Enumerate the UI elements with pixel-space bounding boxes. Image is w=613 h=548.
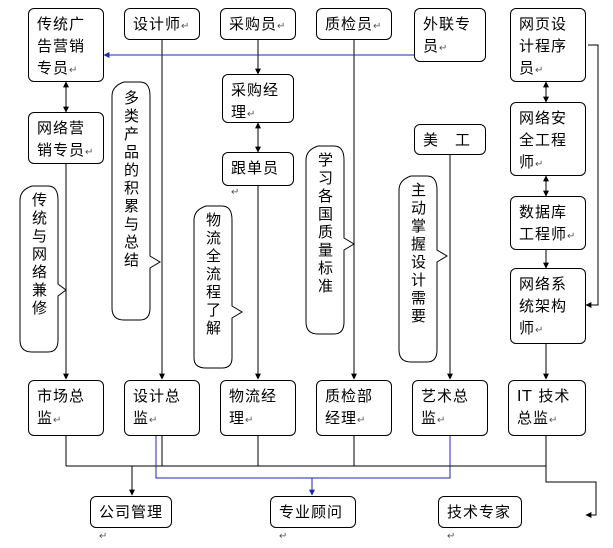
callout-shape-4	[305, 145, 355, 335]
box-online-marketing-specialist: 网络营销专员↵	[28, 112, 104, 164]
box-label: 网络营销专员	[37, 119, 86, 159]
box-label: 质检部经理	[325, 387, 374, 427]
paragraph-mark: ↵	[247, 109, 257, 120]
box-merchandiser: 跟单员 ↵	[222, 152, 294, 198]
box-label: IT 技术总监	[517, 387, 571, 427]
paragraph-mark: ↵	[181, 21, 191, 32]
paragraph-mark: ↵	[535, 65, 545, 76]
box-label: 数据库工程师	[519, 203, 568, 243]
paragraph-mark: ↵	[437, 415, 447, 426]
callout-shape-2	[111, 81, 161, 321]
box-label: 公司管理	[99, 503, 164, 521]
box-label: 专业顾问	[279, 503, 344, 521]
note-logistics-knowledge: 物流全流程了解	[204, 212, 222, 338]
box-label: 设计总监	[133, 387, 182, 427]
note-design-needs: 主动掌握设计需要	[409, 182, 427, 326]
box-label: 跟单员	[231, 159, 280, 177]
box-label: 物流经理	[229, 387, 278, 427]
note-product-experience: 多类产品的积累与总结	[122, 90, 140, 270]
box-label: 市场总监	[37, 387, 86, 427]
box-label: 传统广告营销专员	[37, 15, 86, 77]
paragraph-mark: ↵	[447, 531, 457, 542]
box-purchaser: 采购员↵	[220, 8, 296, 40]
box-label: 美 工	[423, 131, 472, 149]
paragraph-mark: ↵	[245, 415, 255, 426]
paragraph-mark: ↵	[549, 415, 559, 426]
box-company-management: 公司管理 ↵	[90, 496, 172, 542]
paragraph-mark: ↵	[277, 21, 287, 32]
paragraph-mark: ↵	[149, 415, 159, 426]
paragraph-mark: ↵	[567, 231, 577, 242]
box-marketing-director: 市场总监↵	[28, 380, 104, 436]
box-liaison-specialist: 外联专员↵	[414, 8, 486, 62]
diagram-connectors	[19, 40, 599, 518]
box-web-programmer: 网页设计程序员↵	[510, 8, 586, 82]
paragraph-mark: ↵	[231, 187, 241, 198]
callout-shape-1	[19, 185, 67, 353]
box-purchase-manager: 采购经理↵	[222, 74, 294, 123]
box-design-director: 设计总监↵	[124, 380, 200, 436]
box-label: 艺术总监	[421, 387, 470, 427]
box-label: 网络安全工程师	[519, 109, 568, 171]
box-technical-expert: 技术专家 ↵	[438, 496, 522, 542]
box-label: 网页设计程序员	[519, 15, 568, 77]
paragraph-mark: ↵	[53, 415, 63, 426]
paragraph-mark: ↵	[373, 21, 383, 32]
box-artist: 美 工	[414, 124, 486, 155]
box-label: 外联专员	[423, 15, 472, 55]
box-label: 技术专家	[447, 503, 512, 521]
paragraph-mark: ↵	[439, 43, 449, 54]
box-logistics-manager: 物流经理↵	[220, 380, 296, 436]
paragraph-mark: ↵	[279, 531, 289, 542]
box-database-engineer: 数据库工程师↵	[510, 196, 586, 250]
paragraph-mark: ↵	[535, 159, 545, 170]
box-label: 质检员	[325, 15, 374, 33]
box-network-security-engineer: 网络安全工程师↵	[510, 102, 586, 176]
callout-shape-3	[193, 205, 243, 369]
box-art-director: 艺术总监↵	[412, 380, 488, 436]
box-label: 网络系统架构师	[519, 275, 568, 337]
box-network-architect: 网络系统架构师↵	[510, 268, 586, 344]
box-label: 采购员	[229, 15, 278, 33]
note-dual-skills: 传统与网络兼修	[30, 192, 48, 318]
box-label: 设计师	[133, 15, 182, 33]
paragraph-mark: ↵	[99, 531, 109, 542]
box-quality-inspector: 质检员↵	[316, 8, 392, 40]
note-quality-standards: 学习各国质量标准	[316, 152, 334, 296]
box-it-director: IT 技术总监↵	[508, 380, 586, 436]
box-qc-manager: 质检部经理↵	[316, 380, 392, 436]
paragraph-mark: ↵	[535, 325, 545, 336]
paragraph-mark: ↵	[357, 415, 367, 426]
paragraph-mark: ↵	[85, 147, 95, 158]
box-designer: 设计师↵	[124, 8, 200, 40]
paragraph-mark: ↵	[69, 65, 79, 76]
callout-shape-5	[398, 175, 448, 363]
box-label: 采购经理	[231, 81, 280, 121]
box-professional-consultant: 专业顾问 ↵	[270, 496, 356, 542]
box-traditional-ad-specialist: 传统广告营销专员↵	[28, 8, 104, 82]
